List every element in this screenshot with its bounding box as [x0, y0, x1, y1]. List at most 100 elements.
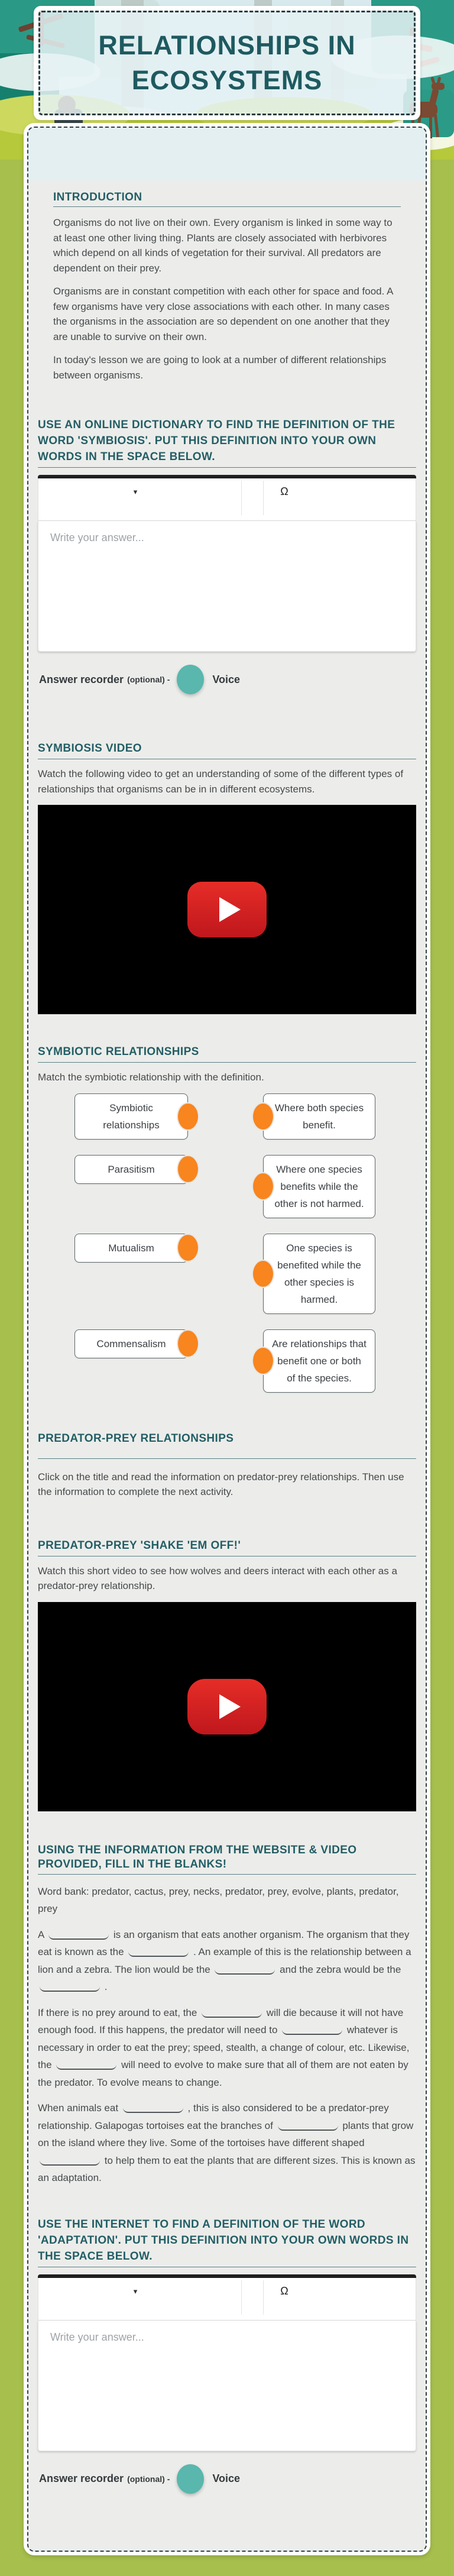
editor-top-bar: [38, 2274, 416, 2278]
answer-textarea-symbiosis[interactable]: Write your answer...: [38, 521, 416, 652]
question-title-adaptation: USE THE INTERNET TO FIND A DEFINITION OF…: [38, 2218, 409, 2263]
format-dropdown-button[interactable]: ▾: [133, 2286, 138, 2296]
divider: [53, 206, 401, 207]
fill-blank-field[interactable]: [277, 2119, 338, 2131]
match-term-card[interactable]: Parasitism: [74, 1154, 199, 1184]
match-term-card[interactable]: Mutualism: [74, 1233, 199, 1263]
section-symbiosis-definition: USE AN ONLINE DICTIONARY TO FIND THE DEF…: [38, 417, 416, 652]
intro-paragraph: Organisms are in constant competition wi…: [53, 286, 393, 342]
fill-blank-field[interactable]: [202, 2006, 262, 2018]
editor-toolbar: ▾ Ω: [38, 2277, 416, 2321]
match-connector-dot[interactable]: [252, 1259, 274, 1288]
match-row: Commensalism Are relationships that bene…: [38, 1329, 416, 1393]
fill-blank-field[interactable]: [128, 1945, 189, 1957]
match-definition-card[interactable]: Where both species benefit.: [252, 1093, 375, 1140]
match-row: Symbiotic relationships Where both speci…: [38, 1093, 416, 1140]
match-term-label: Symbiotic relationships: [103, 1102, 160, 1131]
match-connector-dot[interactable]: [177, 1155, 199, 1183]
fill-blank-field[interactable]: [56, 2058, 117, 2070]
youtube-play-button[interactable]: [187, 882, 267, 937]
match-definition-label: Where both species benefit.: [274, 1102, 364, 1131]
fill-blank-paragraph: If there is no prey around to eat, the w…: [38, 2006, 410, 2088]
section-symbiotic-relationships: SYMBIOTIC RELATIONSHIPS Match the symbio…: [38, 1044, 416, 1393]
matching-instruction: Match the symbiotic relationship with th…: [38, 1072, 264, 1083]
special-characters-button[interactable]: Ω: [280, 2284, 288, 2297]
fill-blank-field[interactable]: [282, 2023, 343, 2035]
match-connector-dot[interactable]: [177, 1329, 199, 1358]
worksheet-card: INTRODUCTION Organisms do not live on th…: [24, 123, 430, 2555]
rich-text-editor-symbiosis: ▾ Ω Write your answer...: [38, 475, 416, 652]
predator-prey-title-link[interactable]: PREDATOR-PREY RELATIONSHIPS: [38, 1432, 234, 1445]
voice-label: Voice: [212, 2473, 241, 2484]
section-title-shake-em-off: PREDATOR-PREY 'SHAKE 'EM OFF!': [38, 1539, 241, 1552]
answer-recorder-row: Answer recorder (optional) - Voice: [38, 2464, 416, 2494]
toolbar-separator: [263, 481, 264, 515]
youtube-video-player[interactable]: [38, 805, 416, 1014]
answer-placeholder: Write your answer...: [50, 532, 144, 543]
video-description: Watch this short video to see how wolves…: [38, 1565, 397, 1592]
voice-record-button[interactable]: [177, 2464, 205, 2494]
section-title-symbiotic-relationships: SYMBIOTIC RELATIONSHIPS: [38, 1046, 199, 1058]
match-connector-dot[interactable]: [252, 1172, 274, 1200]
fill-blank-paragraph: When animals eat , this is also consider…: [38, 2101, 416, 2183]
recorder-optional-label: (optional) -: [127, 675, 170, 684]
play-icon: [219, 897, 241, 922]
match-term-label: Commensalism: [96, 1338, 166, 1350]
section-title-introduction: INTRODUCTION: [53, 191, 142, 203]
match-connector-dot[interactable]: [177, 1234, 199, 1262]
match-connector-dot[interactable]: [252, 1347, 274, 1375]
section-adaptation-definition: USE THE INTERNET TO FIND A DEFINITION OF…: [38, 2216, 416, 2451]
intro-paragraph: Organisms do not live on their own. Ever…: [53, 217, 393, 274]
question-title-symbiosis: USE AN ONLINE DICTIONARY TO FIND THE DEF…: [38, 419, 395, 463]
editor-toolbar: ▾ Ω: [38, 478, 416, 521]
fill-blank-paragraph: A is an organism that eats another organ…: [38, 1928, 411, 1993]
match-connector-dot[interactable]: [177, 1102, 199, 1131]
recorder-label: Answer recorder: [39, 2473, 124, 2484]
fill-blank-field[interactable]: [122, 2101, 183, 2113]
section-shake-em-off: PREDATOR-PREY 'SHAKE 'EM OFF!' Watch thi…: [38, 1538, 416, 1811]
youtube-play-button[interactable]: [187, 1678, 267, 1734]
match-definition-card[interactable]: One species is benefited while the other…: [252, 1233, 375, 1314]
match-connector-dot[interactable]: [252, 1102, 274, 1131]
intro-paragraph: In today's lesson we are going to look a…: [53, 354, 387, 381]
format-dropdown-button[interactable]: ▾: [133, 487, 138, 496]
section-title-symbiosis-video: SYMBIOSIS VIDEO: [38, 742, 142, 755]
fill-blank-field[interactable]: [48, 1928, 109, 1940]
matching-activity: Symbiotic relationships Where both speci…: [38, 1093, 416, 1393]
page-title: RELATIONSHIPS IN ECOSYSTEMS: [98, 30, 356, 95]
video-description: Watch the following video to get an unde…: [38, 768, 404, 795]
match-definition-card[interactable]: Are relationships that benefit one or bo…: [252, 1329, 375, 1393]
recorder-optional-label: (optional) -: [127, 2474, 170, 2484]
answer-recorder-row: Answer recorder (optional) - Voice: [38, 665, 416, 694]
answer-textarea-adaptation[interactable]: Write your answer...: [38, 2320, 416, 2451]
voice-record-button[interactable]: [177, 665, 205, 694]
toolbar-separator: [241, 481, 242, 515]
answer-placeholder: Write your answer...: [50, 2331, 144, 2343]
section-introduction: INTRODUCTION Organisms do not live on th…: [38, 189, 416, 383]
match-term-card[interactable]: Symbiotic relationships: [74, 1093, 199, 1140]
worksheet-title-card: RELATIONSHIPS IN ECOSYSTEMS: [34, 6, 420, 120]
recorder-label: Answer recorder: [39, 673, 124, 685]
fill-blank-field[interactable]: [40, 2154, 100, 2166]
predator-prey-description: Click on the title and read the informat…: [38, 1471, 404, 1498]
voice-label: Voice: [212, 673, 241, 685]
divider: [38, 1062, 416, 1063]
fill-blank-field[interactable]: [215, 1963, 275, 1975]
match-term-card[interactable]: Commensalism: [74, 1329, 199, 1358]
divider: [38, 1873, 416, 1875]
match-row: Mutualism One species is benefited while…: [38, 1233, 416, 1314]
match-definition-label: One species is benefited while the other…: [277, 1242, 361, 1305]
editor-top-bar: [38, 475, 416, 478]
word-bank: Word bank: predator, cactus, prey, necks…: [38, 1885, 399, 1915]
divider: [38, 1458, 416, 1459]
special-characters-button[interactable]: Ω: [280, 486, 288, 497]
divider: [38, 467, 416, 468]
youtube-video-player[interactable]: [38, 1601, 416, 1811]
play-icon: [219, 1694, 241, 1719]
rich-text-editor-adaptation: ▾ Ω Write your answer...: [38, 2274, 416, 2451]
section-fill-in-the-blanks: USING THE INFORMATION FROM THE WEBSITE &…: [38, 1843, 416, 2187]
match-definition-card[interactable]: Where one species benefits while the oth…: [252, 1154, 375, 1218]
section-title-fill-blanks: USING THE INFORMATION FROM THE WEBSITE &…: [38, 1843, 357, 1870]
fill-blank-field[interactable]: [40, 1980, 100, 1992]
